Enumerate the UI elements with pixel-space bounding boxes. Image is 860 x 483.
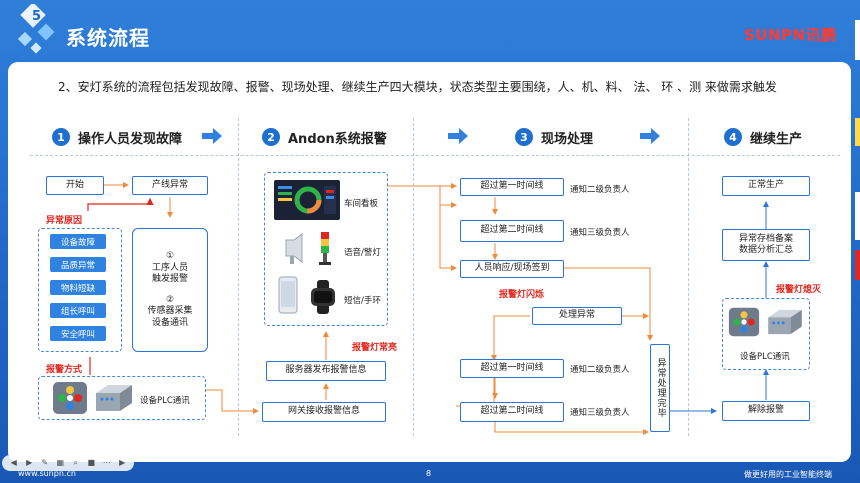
side-tab — [855, 20, 860, 60]
line-abnormal-node: 产线异常 — [132, 176, 208, 195]
phone-icon — [278, 276, 298, 314]
done-node: 异常处理完毕 — [650, 344, 670, 432]
cause-chip: 物料短缺 — [50, 280, 106, 295]
wristband-icon — [311, 280, 335, 314]
pen-icon[interactable]: ✎ — [41, 458, 49, 467]
slide-number-badge: 5 — [18, 4, 55, 54]
trigger-node: ① 工序人员 触发报警 ② 传感器采集 设备通讯 — [132, 228, 208, 352]
column-divider — [413, 118, 414, 436]
cause-chip: 安全呼叫 — [50, 326, 106, 341]
flash-label: 报警灯闪烁 — [499, 290, 545, 300]
intro-text: 2、安灯系统的流程包括发现故障、报警、现场处理、继续生产四大模块，状态类型主要围… — [58, 80, 777, 94]
prev-icon[interactable]: ◀ — [10, 458, 17, 467]
release-alarm-node: 解除报警 — [722, 401, 810, 421]
notify-level3: 通知三级负责人 — [570, 228, 630, 238]
side-tab — [855, 250, 860, 280]
next-icon[interactable]: ▶ — [119, 458, 126, 467]
zoom-icon[interactable]: ⌕ — [73, 458, 78, 467]
plc-label-2: 设备PLC通讯 — [740, 352, 790, 362]
play-icon[interactable]: ▶ — [26, 458, 33, 467]
arrow-right-icon — [202, 128, 222, 144]
notify-level2-2: 通知二级负责人 — [570, 365, 630, 375]
grid-icon[interactable]: ▦ — [56, 458, 65, 467]
arrow-right-icon — [448, 128, 468, 144]
alarm-button-box-icon — [53, 382, 87, 414]
handle-node: 处理异常 — [532, 307, 622, 325]
side-tab — [855, 118, 860, 146]
slideshow-toolbar[interactable]: ◀ ▶ ✎ ▦ ⌕ ■ ⋯ ▶ — [2, 455, 134, 471]
sms-label: 短信/手环 — [344, 296, 381, 306]
plc-device-icon — [96, 385, 132, 411]
voice-label: 语音/警灯 — [344, 248, 381, 258]
light-off-label: 报警灯熄灭 — [776, 285, 822, 295]
plc-label: 设备PLC通讯 — [140, 396, 190, 406]
exceed-first-node-2: 超过第一时间线 — [460, 359, 564, 378]
footer-url: www.sunpn.cn — [18, 469, 76, 478]
page-title: 系统流程 — [66, 26, 150, 50]
dashboard-screen-icon — [274, 180, 340, 220]
arrow-right-icon — [640, 128, 660, 144]
exceed-second-node-2: 超过第二时间线 — [460, 402, 564, 422]
normal-production-node: 正常生产 — [722, 176, 810, 196]
more-icon[interactable]: ⋯ — [102, 458, 111, 467]
column-divider — [688, 118, 689, 436]
alarm-way-label: 报警方式 — [46, 365, 83, 375]
footer-slogan: 做更好用的工业智能终端 — [744, 470, 832, 479]
brand-latin: SUNPN — [744, 26, 806, 44]
speaker-horn-icon — [285, 233, 303, 264]
exceed-first-node: 超过第一时间线 — [460, 178, 564, 196]
brand-cn: 讯鹏 — [805, 26, 837, 44]
side-tab — [855, 192, 860, 240]
start-node: 开始 — [46, 176, 104, 195]
tower-light-icon — [319, 232, 331, 265]
brand-logo: SUNPN讯鹏 — [744, 24, 837, 45]
board-label: 车间看板 — [344, 199, 379, 209]
slide-number: 5 — [32, 9, 41, 24]
alarm-button-box-icon — [728, 307, 760, 337]
archive-node: 异常存档备案数据分析汇总 — [722, 229, 810, 261]
column-divider — [238, 118, 239, 436]
cause-chip: 设备故障 — [50, 234, 106, 249]
notify-level3-2: 通知三级负责人 — [570, 408, 630, 418]
cause-label: 异常原因 — [46, 216, 83, 226]
page-number: 8 — [426, 469, 432, 478]
notify-level2: 通知二级负责人 — [570, 185, 630, 195]
light-on-label: 报警灯常亮 — [352, 343, 398, 353]
plc-device-icon — [768, 309, 802, 335]
response-node: 人员响应/现场签到 — [460, 260, 564, 278]
cause-chip: 组长呼叫 — [50, 303, 106, 318]
header-rule — [30, 155, 840, 156]
header: 5 系统流程 SUNPN讯鹏 — [0, 0, 860, 62]
cause-chip: 品质异常 — [50, 257, 106, 272]
exceed-second-node: 超过第二时间线 — [460, 220, 564, 242]
server-node: 服务器发布报警信息 — [266, 361, 386, 381]
camera-icon[interactable]: ■ — [87, 458, 96, 467]
gateway-node: 网关接收报警信息 — [262, 402, 386, 422]
